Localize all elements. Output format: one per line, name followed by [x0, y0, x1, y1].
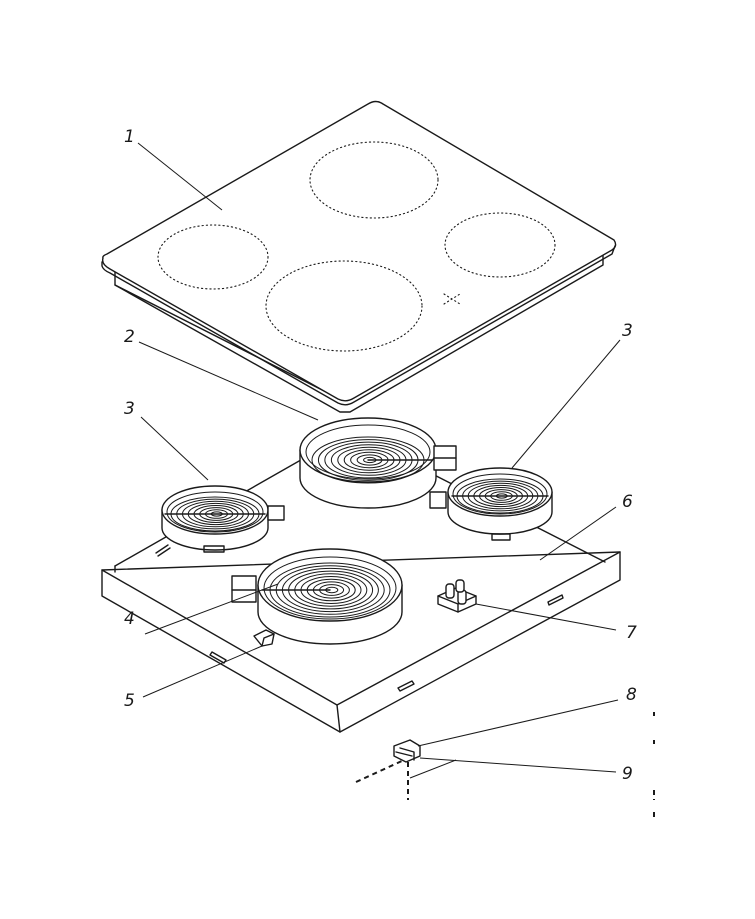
zone-marking-left — [157, 224, 269, 290]
callout-8: 8 — [626, 685, 637, 705]
callout-9: 9 — [622, 764, 633, 784]
leader-lines — [137, 142, 621, 779]
radiant-heater-left — [161, 485, 285, 553]
callout-3-right: 3 — [622, 321, 633, 341]
zone-marking-front-large — [265, 260, 423, 352]
radiant-heater-rear — [299, 417, 457, 509]
power-cable — [355, 759, 405, 783]
fixing-clip — [253, 629, 275, 647]
callout-6: 6 — [622, 492, 633, 512]
callout-2: 2 — [124, 327, 135, 347]
terminal-block — [437, 579, 477, 613]
glass-ceramic-top — [101, 100, 617, 413]
radiant-heater-right — [429, 467, 553, 541]
radiant-heater-front — [231, 548, 403, 645]
callout-1: 1 — [124, 127, 135, 147]
zone-marking-rear-center — [309, 141, 439, 219]
callout-7: 7 — [626, 623, 637, 643]
callout-4: 4 — [124, 609, 135, 629]
callout-5: 5 — [124, 691, 135, 711]
callout-3-left: 3 — [124, 399, 135, 419]
cable-clamp — [393, 739, 421, 763]
zone-marking-right — [444, 212, 556, 278]
